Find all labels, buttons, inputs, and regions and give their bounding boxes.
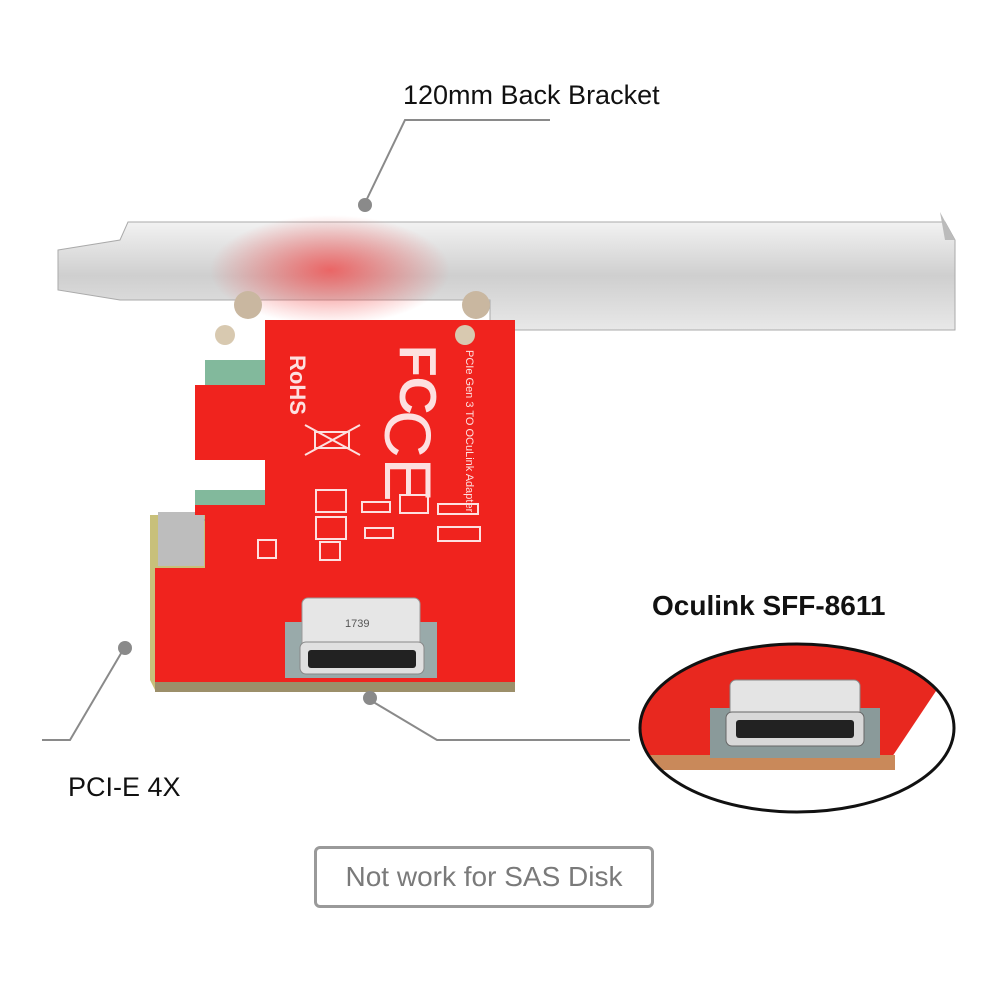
leader-dot-bracket [358, 198, 372, 212]
pcb-board: RoHS FC CE PCIe Gen 3 TO OCuLink Adapter [155, 320, 515, 692]
back-bracket [57, 212, 956, 331]
fc-logo: FC [388, 345, 446, 414]
oculink-label: Oculink SFF-8611 [652, 590, 886, 621]
weee-icon [304, 424, 361, 456]
leader-dot-connector [363, 691, 377, 705]
pcie-label: PCI-E 4X [68, 772, 181, 802]
connector-code: 1739 [345, 618, 369, 630]
bracket-label: 120mm Back Bracket [403, 80, 660, 110]
rohs-logo: RoHS [285, 355, 310, 415]
ce-logo: CE [371, 410, 445, 502]
oculink-connector: 1739 [285, 597, 437, 678]
silkscreen-text: PCIe Gen 3 TO OCuLink Adapter [463, 350, 475, 513]
connector-closeup [638, 642, 956, 814]
leader-dot-pcie [118, 641, 132, 655]
leader-lines [42, 119, 630, 741]
sas-warning-note: Not work for SAS Disk [314, 846, 654, 908]
